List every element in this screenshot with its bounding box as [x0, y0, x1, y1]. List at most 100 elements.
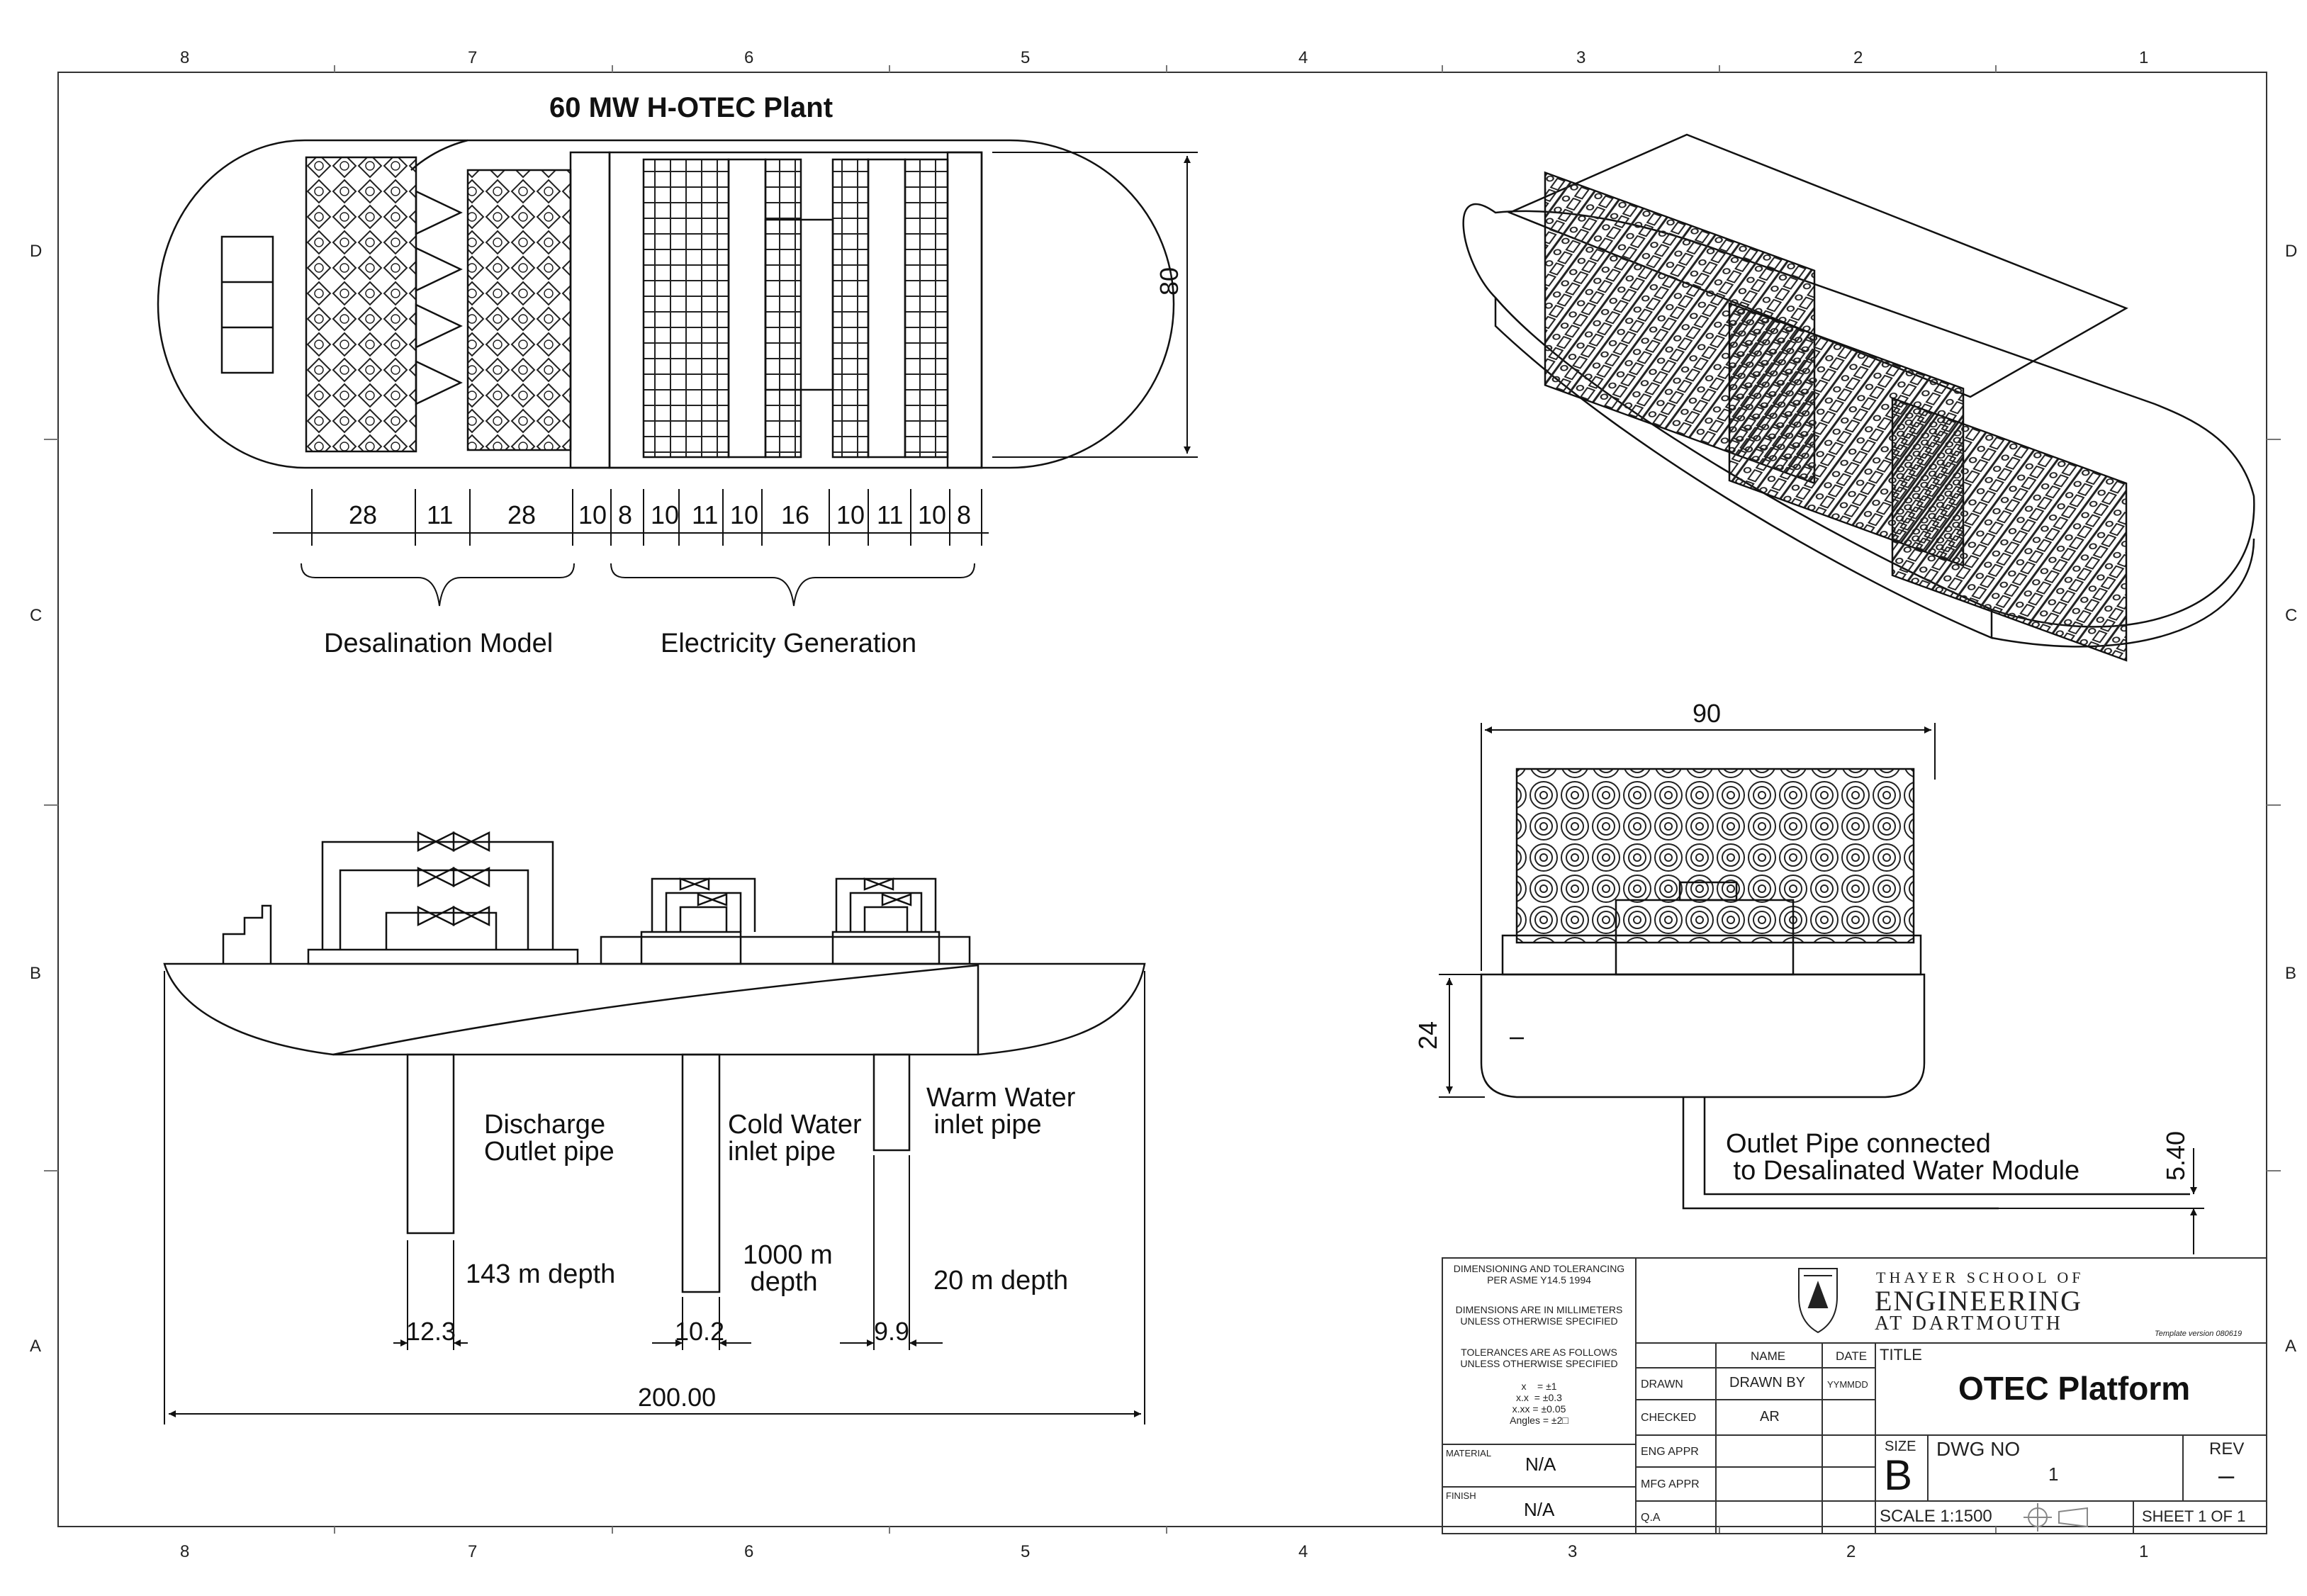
outlet-pipe-label: Outlet Pipe connected to Desalinated Wat… — [1726, 1129, 2080, 1186]
hull-outline-top — [157, 139, 1175, 469]
drawing-title: 60 MW H-OTEC Plant — [549, 92, 833, 123]
size-label: SIZE — [1885, 1439, 1916, 1454]
side-hull — [163, 962, 1146, 1056]
units-note: DIMENSIONS ARE IN MILLIMETERS UNLESS OTH… — [1455, 1304, 1623, 1327]
front-hull — [1480, 973, 1926, 1098]
desal-nozzles — [415, 190, 463, 405]
tolerances-values: x = ±1 x.x = ±0.3 x.xx = ±0.05 Angles = … — [1510, 1381, 1568, 1426]
desal-module-2 — [466, 169, 572, 451]
power-piping-2 — [835, 877, 937, 932]
title-label: TITLE — [1880, 1346, 1922, 1364]
row-qa: Q.A — [1641, 1512, 1661, 1524]
top-view — [157, 139, 1175, 469]
zone-col-6: 6 — [744, 48, 754, 67]
segment-dim-9: 16 — [781, 500, 810, 529]
size-value: B — [1884, 1451, 1913, 1499]
segment-dim-6: 10 — [651, 500, 680, 529]
side-view — [163, 831, 1146, 1293]
deck-stack — [222, 904, 272, 964]
overall-length-dim: 200.00 — [638, 1383, 717, 1412]
zone-col-3-bottom: 3 — [1568, 1542, 1578, 1561]
zone-col-2: 2 — [1853, 48, 1863, 67]
row-checked: CHECKED — [1641, 1412, 1697, 1424]
segment-dim-8: 10 — [730, 500, 759, 529]
front-dimension-lines — [1439, 723, 2204, 1254]
zone-row-d-right: D — [2285, 242, 2298, 261]
segment-dim-4: 10 — [578, 500, 607, 529]
drawn-date-value: YYMMDD — [1827, 1379, 1868, 1390]
finish-label: FINISH — [1446, 1490, 1476, 1501]
isometric-view — [1462, 133, 2255, 662]
checked-by-value: AR — [1760, 1409, 1780, 1424]
cold-water-depth: 1000 m depth — [743, 1240, 833, 1297]
discharge-diameter: 12.3 — [406, 1317, 456, 1346]
zone-row-c-right: C — [2285, 606, 2298, 625]
front-coil-bank — [1515, 768, 1915, 944]
tolerances-header: TOLERANCES ARE AS FOLLOWS UNLESS OTHERWI… — [1460, 1347, 1618, 1369]
discharge-depth: 143 m depth — [466, 1259, 616, 1289]
front-width-dim: 90 — [1693, 699, 1722, 728]
zone-col-4-bottom: 4 — [1298, 1542, 1308, 1561]
zone-row-d: D — [30, 242, 43, 261]
logo-line-3: AT DARTMOUTH — [1875, 1313, 2063, 1334]
material-label: MATERIAL — [1446, 1448, 1492, 1459]
zone-col-5-bottom: 5 — [1021, 1542, 1031, 1561]
separator-block — [569, 151, 611, 469]
front-view — [1480, 768, 2190, 1210]
col-name-header: NAME — [1751, 1349, 1786, 1363]
scale-projection-icon — [2023, 1503, 2088, 1532]
zone-row-b-right: B — [2285, 964, 2297, 983]
power-piping-1 — [651, 877, 756, 932]
brace-electricity — [610, 563, 975, 607]
top-width-dim: 80 — [1155, 266, 1184, 296]
dwg-no-value: 1 — [2048, 1463, 2059, 1485]
segment-dim-3: 28 — [507, 500, 537, 529]
zone-row-b: B — [30, 964, 42, 983]
electricity-generation-label: Electricity Generation — [661, 629, 917, 658]
inner-rounded-bay — [410, 139, 468, 171]
zone-row-a: A — [30, 1337, 42, 1356]
segment-dim-1: 28 — [349, 500, 378, 529]
outlet-pipe — [1682, 1097, 1999, 1210]
segment-dim-12: 10 — [918, 500, 947, 529]
segment-dim-5: 8 — [618, 500, 633, 529]
segment-dim-10: 10 — [836, 500, 865, 529]
drawing-title-value: OTEC Platform — [1958, 1370, 2191, 1407]
segment-dim-13: 8 — [957, 500, 972, 529]
zone-col-5: 5 — [1021, 48, 1031, 67]
zone-col-3: 3 — [1576, 48, 1586, 67]
outlet-offset-dim: 5.40 — [2161, 1130, 2191, 1181]
dimensioning-standard: DIMENSIONING AND TOLERANCING PER ASME Y1… — [1453, 1263, 1625, 1286]
cold-water-label: Cold Water inlet pipe — [728, 1110, 862, 1167]
row-drawn: DRAWN — [1641, 1378, 1683, 1390]
sheet-value: SHEET 1 OF 1 — [2142, 1507, 2246, 1525]
zone-col-8-bottom: 8 — [180, 1542, 190, 1561]
discharge-outlet-label: Discharge Outlet pipe — [484, 1110, 614, 1167]
cold-water-pipe — [681, 1053, 721, 1293]
warm-water-diameter: 9.9 — [874, 1317, 910, 1346]
material-value: N/A — [1525, 1454, 1556, 1475]
zone-col-7-bottom: 7 — [468, 1542, 478, 1561]
logo-line-1: THAYER SCHOOL OF — [1876, 1269, 2084, 1286]
end-bay — [946, 151, 983, 469]
sheet-border — [57, 72, 2267, 1527]
zone-col-1: 1 — [2139, 48, 2149, 67]
front-height-dim: 24 — [1413, 1021, 1443, 1050]
rev-value: – — [2218, 1460, 2235, 1491]
desal-module-1 — [305, 156, 417, 453]
template-version: Template version 080619 — [2155, 1330, 2243, 1338]
top-width-dimension — [992, 152, 1198, 458]
iso-power-block-2 — [1891, 397, 2128, 662]
col-date-header: DATE — [1836, 1349, 1868, 1363]
zone-col-8: 8 — [180, 48, 190, 67]
cold-water-diameter: 10.2 — [675, 1317, 725, 1346]
logo-line-2: ENGINEERING — [1875, 1285, 2083, 1317]
title-block-grid — [1442, 1257, 2267, 1534]
rev-label: REV — [2209, 1439, 2245, 1459]
zone-col-4: 4 — [1298, 48, 1308, 67]
row-mfg-appr: MFG APPR — [1641, 1478, 1700, 1490]
desalination-label: Desalination Model — [324, 629, 554, 658]
dartmouth-shield-icon — [1798, 1268, 1838, 1334]
waterline-slope — [332, 964, 979, 1056]
